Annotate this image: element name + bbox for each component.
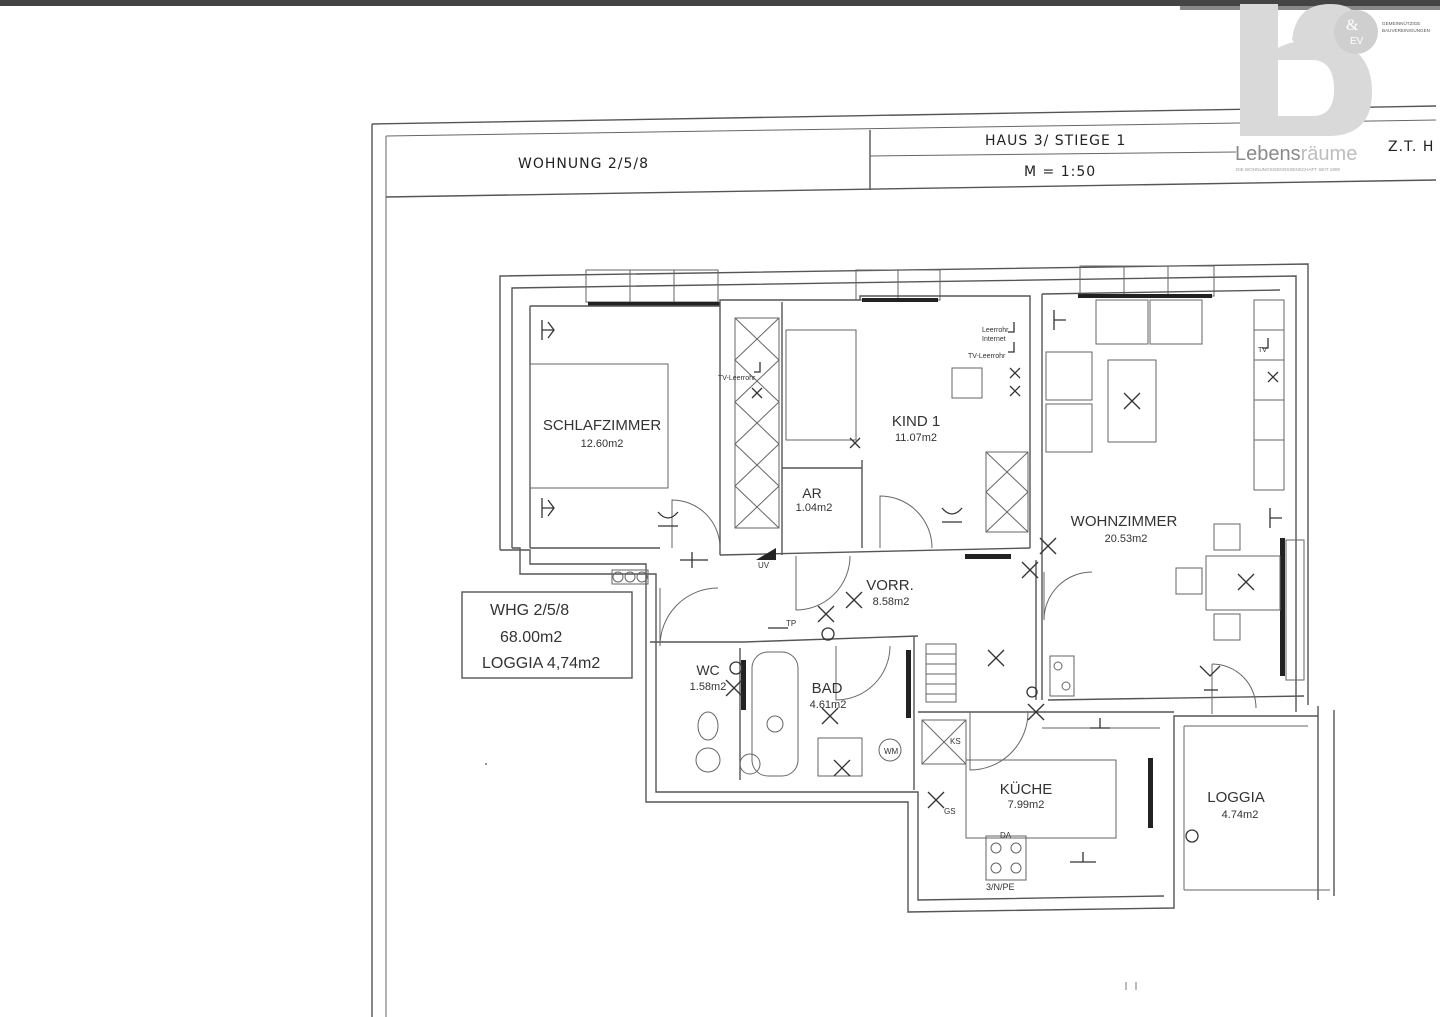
stove [1049, 655, 1075, 697]
distribution-board [756, 548, 776, 560]
room-name-loggia: LOGGIA [1207, 789, 1265, 806]
electrical-symbols [541, 310, 1282, 863]
corner-label: Z.T. H [1388, 139, 1434, 155]
summary-area: 68.00m2 [500, 629, 562, 646]
title-block: WOHNUNG 2/5/8 HAUS 3/ STIEGE 1 M = 1:50 … [371, 105, 1437, 1017]
kids-bed [785, 329, 857, 441]
room-area-vorr: 8.58m2 [873, 596, 910, 608]
logo-corner-line1: GEMEINNÜTZIGE [1382, 20, 1420, 26]
summary-box: WHG 2/5/8 68.00m2 LOGGIA 4,74m2 [461, 591, 633, 679]
cooktop [985, 835, 1027, 881]
toilet [697, 711, 719, 741]
room-name-vorr: VORR. [866, 577, 914, 594]
tv-leerrohr-label-2: TV-Leerrohr [968, 353, 1006, 360]
room-area-wohnzimmer: 20.53m2 [1105, 533, 1148, 545]
annotations: TV-Leerrohr TV-Leerrohr Leerrohr Interne… [718, 327, 1267, 892]
room-name-kueche: KÜCHE [1000, 780, 1053, 798]
dining-table [1205, 555, 1281, 611]
logo-corner-line2: BAUVEREINIGUNGEN [1382, 28, 1430, 33]
room-area-schlafzimmer: 12.60m2 [581, 438, 624, 450]
logo-mark-icon: & EV Lebensräume DIE WOHNUNGSGENOSSENSCH… [1235, 4, 1430, 172]
room-name-ar: AR [802, 485, 821, 501]
internet-label: Internet [982, 336, 1006, 343]
room-labels: SCHLAFZIMMER 12.60m2 KIND 1 11.07m2 AR 1… [543, 413, 1265, 821]
unit-label: WOHNUNG 2/5/8 [518, 156, 649, 172]
bed [529, 363, 669, 489]
room-name-wohnzimmer: WOHNZIMMER [1071, 513, 1178, 530]
room-name-bad: BAD [812, 680, 843, 697]
gs-label: GS [944, 807, 956, 816]
room-area-wc: 1.58m2 [690, 681, 727, 693]
tp-label: TP [786, 619, 796, 628]
uv-label: UV [758, 561, 770, 570]
outer-walls [499, 263, 1335, 913]
wardrobes [734, 299, 1285, 533]
summary-loggia: LOGGIA 4,74m2 [482, 655, 600, 672]
scan-edge [0, 0, 1440, 6]
wm-label: WM [884, 747, 899, 756]
scale-label: M = 1:50 [1024, 164, 1096, 180]
da-label: DA [1000, 831, 1012, 840]
coffee-table [1107, 359, 1157, 443]
logo-ev: EV [1350, 36, 1364, 47]
logo-brand: Lebensräume [1235, 143, 1357, 165]
room-name-wc: WC [696, 662, 719, 678]
doors [659, 495, 1257, 771]
bathtub [751, 651, 799, 777]
washing-machine [878, 738, 902, 762]
scan-edge-shadow [1180, 6, 1440, 10]
summary-unit: WHG 2/5/8 [490, 602, 569, 619]
room-area-loggia: 4.74m2 [1222, 809, 1259, 821]
logo-brand-light: räume [1301, 143, 1358, 165]
house-label: HAUS 3/ STIEGE 1 [985, 133, 1126, 149]
windows [585, 265, 1305, 681]
leerrohr-label: Leerrohr [982, 327, 1009, 334]
sofa-left [1095, 299, 1149, 345]
power-label: 3/N/PE [986, 882, 1015, 892]
logo-brand-strong: Lebens [1235, 143, 1301, 165]
logo-ampersand: & [1346, 17, 1359, 34]
room-name-kind: KIND 1 [892, 413, 940, 430]
sink [817, 737, 863, 777]
room-area-bad: 4.61m2 [810, 699, 847, 711]
brand-logo: & EV Lebensräume DIE WOHNUNGSGENOSSENSCH… [1232, 0, 1440, 180]
tv-leerrohr-label: TV-Leerrohr [718, 375, 756, 382]
furniture [529, 299, 1281, 881]
room-area-ar: 1.04m2 [796, 502, 833, 514]
room-area-kind: 11.07m2 [895, 432, 937, 444]
room-name-schlafzimmer: SCHLAFZIMMER [543, 417, 662, 434]
tv-label: TV [1258, 347, 1267, 354]
scan-specks [485, 763, 1137, 990]
stairs [925, 643, 957, 703]
logo-tagline: DIE WOHNUNGSGENOSSENSCHAFT SEIT 1909 [1236, 167, 1340, 172]
room-area-kueche: 7.99m2 [1008, 799, 1045, 811]
ks-label: KS [950, 737, 961, 746]
sofa-right [1149, 299, 1203, 345]
